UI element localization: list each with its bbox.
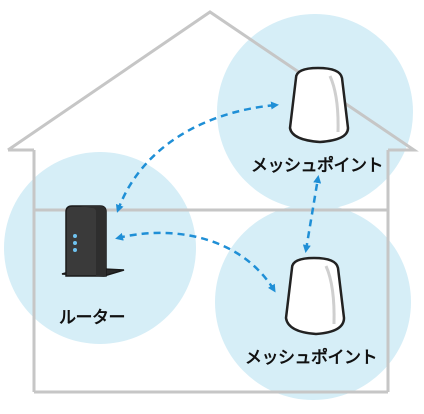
router-label: ルーター [59, 308, 126, 328]
link-router-to-mesh-top [115, 101, 279, 213]
mesh-point-label-bottom: メッシュポイント [245, 348, 378, 368]
link-router-to-mesh-bottom [115, 231, 276, 293]
mesh-point-icon-bottom [284, 256, 346, 336]
router-led-3 [73, 248, 77, 252]
router-icon [61, 205, 125, 277]
mesh-point-label-top: メッシュポイント [251, 156, 384, 176]
mesh-point-icon-top [288, 66, 350, 144]
router-led-2 [73, 241, 77, 245]
router-led-1 [73, 234, 77, 238]
link-mesh-bottom-to-mesh-top [302, 175, 322, 253]
